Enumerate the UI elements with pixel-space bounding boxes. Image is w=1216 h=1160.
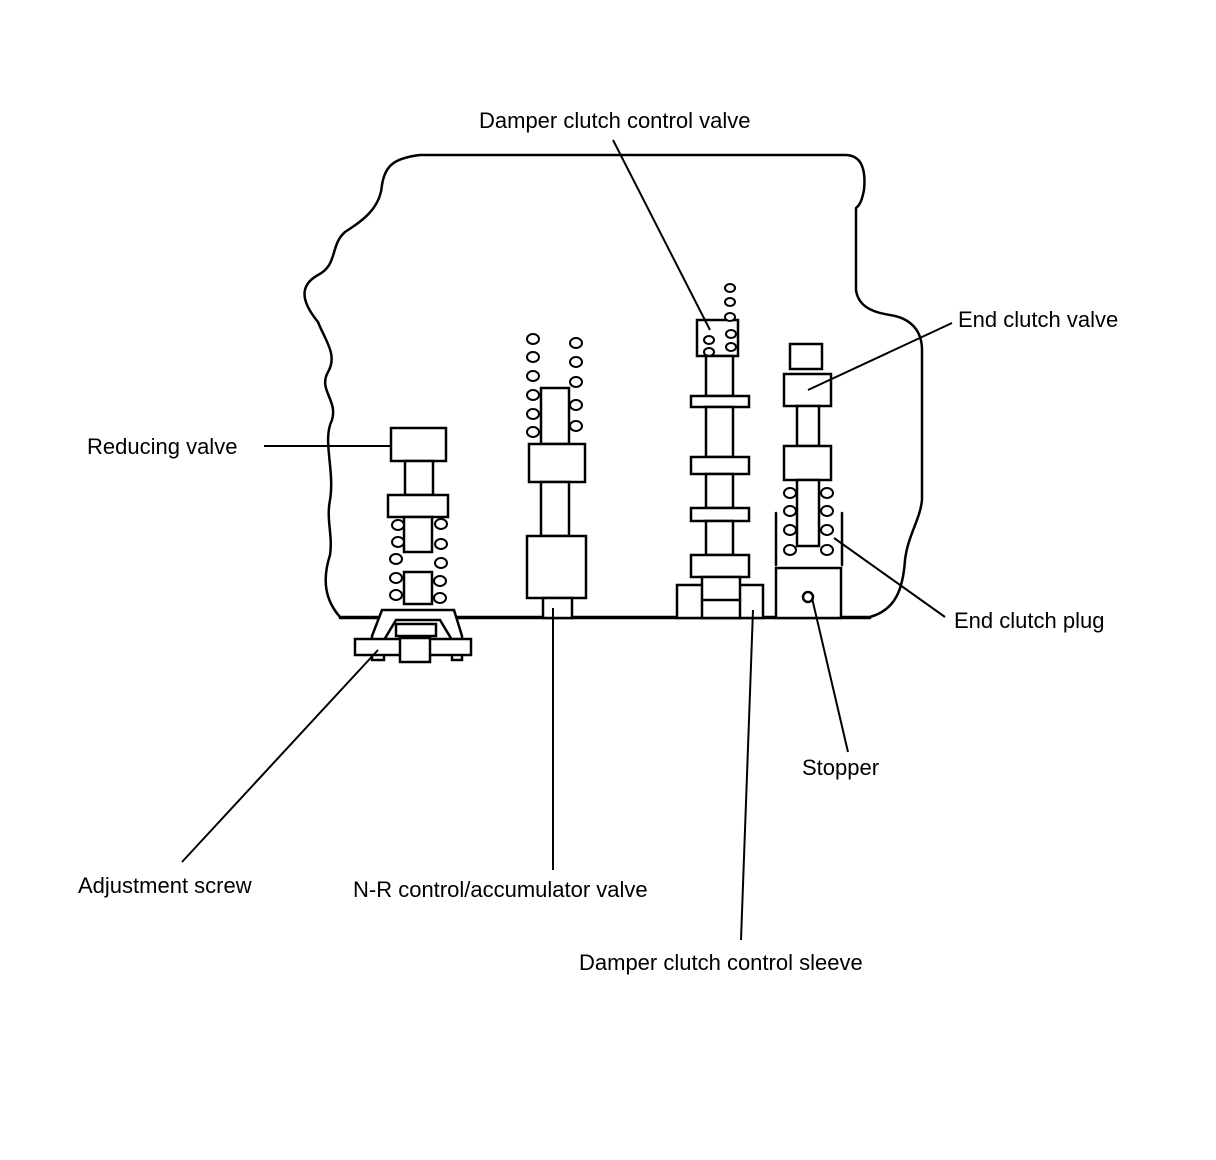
spring-coil <box>569 356 583 368</box>
stopper-hole <box>801 590 815 604</box>
nr-valve-land-upper <box>527 442 587 484</box>
spring-coil <box>569 337 583 349</box>
label-damper-clutch-control-valve: Damper clutch control valve <box>479 108 750 133</box>
spring-coil <box>526 333 540 345</box>
spring-coil <box>725 342 737 352</box>
leader-damper-clutch-control-sleeve <box>740 609 754 941</box>
spring-coil <box>820 505 834 517</box>
damper-valve-land-2 <box>689 455 751 476</box>
label-adjustment-screw: Adjustment screw <box>78 873 252 898</box>
damper-valve-land-1 <box>689 394 751 409</box>
leader-end-clutch-valve <box>807 322 953 391</box>
label-reducing-valve: Reducing valve <box>87 434 237 459</box>
spring-coil <box>389 589 403 601</box>
spring-coil <box>820 487 834 499</box>
label-end-clutch-plug: End clutch plug <box>954 608 1104 633</box>
adjustment-screw-nut <box>398 636 432 664</box>
end-clutch-valve-assembly <box>774 342 844 620</box>
spring-coil <box>434 538 448 550</box>
spring-coil <box>820 544 834 556</box>
damper-valve-land-4 <box>689 553 751 579</box>
spring-coil <box>725 329 737 339</box>
reducing-valve-assembly <box>353 426 473 664</box>
nr-valve-top-stem <box>539 386 571 446</box>
spring-coil <box>433 575 447 587</box>
spring-coil <box>783 505 797 517</box>
spring-coil <box>526 389 540 401</box>
damper-sleeve-core <box>700 575 742 620</box>
damper-clutch-control-valve-assembly <box>675 283 765 620</box>
end-clutch-valve-stem <box>795 404 821 448</box>
stopper-block <box>774 566 843 620</box>
end-clutch-valve-top <box>788 342 824 371</box>
spring-coil <box>433 592 447 604</box>
nr-valve-stem-mid <box>539 480 571 538</box>
leader-end-clutch-plug <box>833 537 946 618</box>
nr-valve-bottom-stem <box>541 596 574 620</box>
leader-adjustment-screw <box>181 649 379 863</box>
spring-coil <box>724 283 736 293</box>
adjustment-screw-head <box>394 622 438 638</box>
reducing-valve-land-mid <box>386 493 450 519</box>
spring-coil <box>569 420 583 432</box>
spring-coil <box>391 536 405 548</box>
reducing-valve-plug <box>402 570 434 606</box>
spring-coil <box>526 370 540 382</box>
nr-control-accumulator-valve-assembly <box>525 333 588 620</box>
label-end-clutch-valve: End clutch valve <box>958 307 1118 332</box>
damper-valve-stem-top <box>704 354 735 398</box>
damper-valve-stem-3 <box>704 519 735 557</box>
spring-coil <box>820 524 834 536</box>
label-nr-control-accumulator-valve: N-R control/accumulator valve <box>353 877 648 902</box>
label-damper-clutch-control-sleeve: Damper clutch control sleeve <box>579 950 863 975</box>
leader-damper-clutch-control-valve <box>612 139 711 331</box>
damper-valve-land-3 <box>689 506 751 523</box>
spring-coil <box>724 312 736 322</box>
spring-coil <box>783 487 797 499</box>
end-clutch-plug-cup <box>774 511 844 567</box>
damper-valve-stem-1 <box>704 405 735 459</box>
spring-coil <box>783 544 797 556</box>
leader-stopper <box>811 597 849 753</box>
reducing-valve-land-top <box>389 426 448 463</box>
end-clutch-valve-land-lower <box>782 444 833 482</box>
spring-coil <box>569 399 583 411</box>
spring-coil <box>724 297 736 307</box>
spring-coil <box>526 426 540 438</box>
spring-coil <box>526 351 540 363</box>
spring-coil <box>434 557 448 569</box>
end-clutch-valve-land-upper <box>782 372 833 408</box>
nr-valve-land-lower <box>525 534 588 600</box>
spring-coil <box>389 572 403 584</box>
spring-coil <box>434 518 448 530</box>
spring-coil <box>783 524 797 536</box>
spring-coil <box>391 519 405 531</box>
damper-valve-stem-2 <box>704 472 735 510</box>
spring-coil <box>526 408 540 420</box>
spring-coil <box>569 376 583 388</box>
spring-coil <box>703 335 715 345</box>
label-stopper: Stopper <box>802 755 879 780</box>
end-clutch-plug-stem <box>795 478 821 548</box>
reducing-valve-stem-lower <box>402 515 434 554</box>
reducing-valve-stem <box>403 459 435 497</box>
spring-coil <box>389 553 403 565</box>
